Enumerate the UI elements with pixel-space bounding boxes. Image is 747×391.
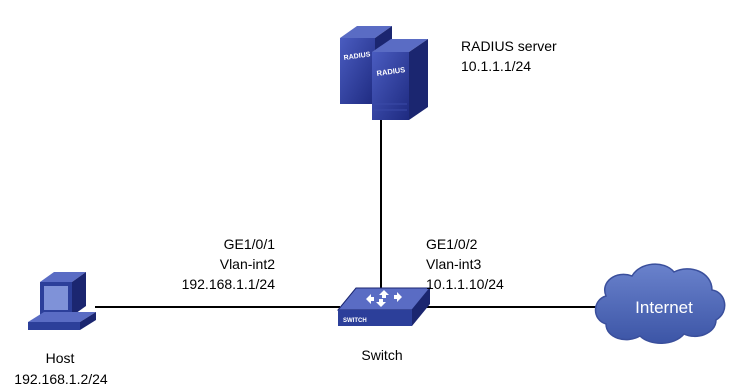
links: [95, 118, 600, 308]
radius-server-ip: 10.1.1.1/24: [461, 58, 532, 74]
radius-server-name: RADIUS server: [461, 38, 557, 54]
right-port-name: GE1/0/2: [426, 236, 478, 252]
left-port-name: GE1/0/1: [223, 236, 275, 252]
internet-cloud-icon: [594, 263, 726, 344]
host-ip: 192.168.1.2/24: [14, 371, 108, 387]
switch-chassis-text: SWITCH: [343, 318, 367, 324]
host-icon: [28, 272, 96, 330]
radius-server-icon: RADIUS RADIUS: [340, 26, 428, 120]
left-port-vlan: Vlan-int2: [219, 256, 275, 272]
radius-front-text: RADIUS: [376, 65, 406, 78]
right-port-ip: 10.1.1.10/24: [426, 276, 504, 292]
radius-back-text: RADIUS: [343, 51, 371, 62]
host-label: Host: [45, 350, 75, 366]
left-port-ip: 192.168.1.1/24: [181, 276, 275, 292]
switch-label: Switch: [361, 347, 403, 363]
internet-label: Internet: [635, 298, 693, 317]
switch-icon: SWITCH: [336, 287, 432, 326]
right-port-vlan: Vlan-int3: [426, 256, 482, 272]
